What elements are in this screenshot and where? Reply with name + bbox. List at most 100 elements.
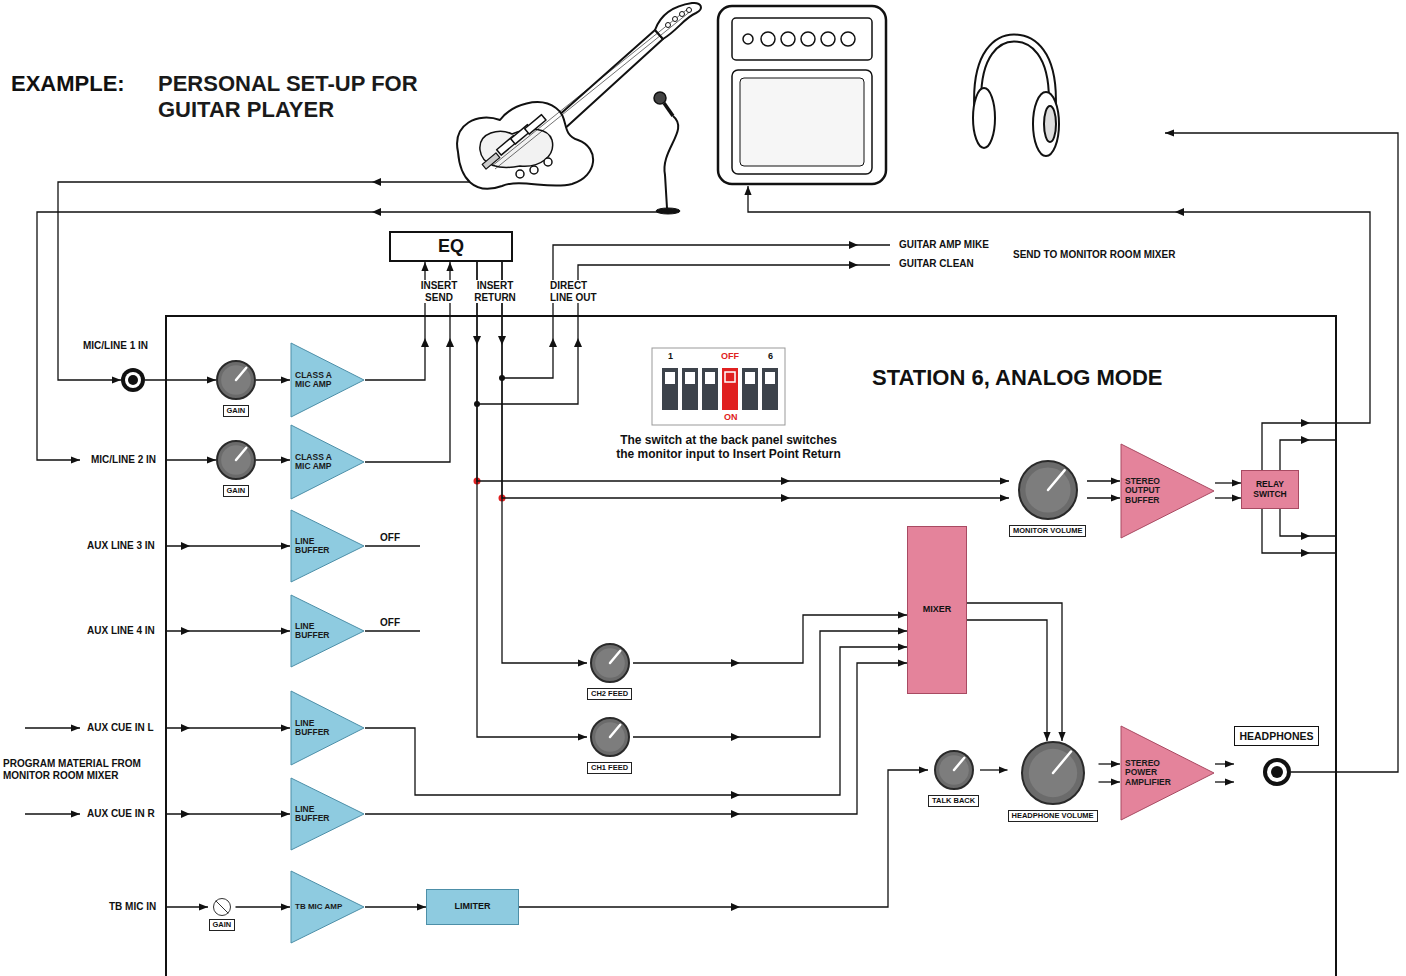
node-label: LINE BUFFER xyxy=(295,537,335,556)
label-text: GUITAR AMP MIKE xyxy=(898,239,990,251)
knob-symbol xyxy=(214,358,258,402)
knob-body xyxy=(591,718,629,756)
label-text: AUX CUE IN L xyxy=(86,722,155,734)
dip-switch xyxy=(652,348,785,425)
knob-symbol xyxy=(588,641,632,685)
signal-connector xyxy=(1087,497,1120,498)
guitar-illustration xyxy=(516,170,524,178)
input-jack xyxy=(121,368,145,392)
label-text: GUITAR CLEAN xyxy=(898,258,975,270)
signal-connector xyxy=(967,620,1047,741)
guitar-illustration xyxy=(530,166,538,174)
node-label: RELAY SWITCH xyxy=(1246,480,1294,499)
gain-knob: GAIN xyxy=(216,360,256,417)
node-label: GAIN xyxy=(223,485,250,497)
knob-pointer xyxy=(236,368,246,380)
flow-arrowhead xyxy=(1301,532,1310,540)
label-text: EXAMPLE: xyxy=(10,71,126,96)
signal-wire xyxy=(37,212,662,460)
knob-body xyxy=(217,441,255,479)
node-label: LIMITER xyxy=(455,902,491,912)
power-amplifier: STEREO POWER AMPLIFIER xyxy=(1120,725,1215,821)
label-text: INSERT SEND xyxy=(416,280,462,303)
knob-cap xyxy=(221,445,251,475)
label-text: The switch at the back panel switches th… xyxy=(613,434,844,462)
dip-switch xyxy=(665,372,675,384)
guitar-amp-illustration xyxy=(740,78,864,166)
jack-ring xyxy=(1267,762,1287,782)
input-jack xyxy=(128,375,138,385)
flow-arrowhead xyxy=(1301,419,1310,427)
signal-connector xyxy=(502,262,587,663)
guitar-amp-illustration xyxy=(718,6,886,184)
signal-wire xyxy=(748,186,1370,423)
guitar-amp-illustration xyxy=(841,32,855,46)
headphone-jack: HEADPHONES xyxy=(1234,726,1319,788)
microphone-illustration xyxy=(664,116,678,208)
dip-switch xyxy=(662,368,678,410)
node-label: CLASS A MIC AMP xyxy=(295,371,341,390)
guitar-illustration xyxy=(482,153,500,169)
node-label: EQ xyxy=(438,237,464,257)
diagram-title: PERSONAL SET-UP FOR GUITAR PLAYER xyxy=(158,71,448,123)
guitar-amp-illustration xyxy=(761,32,775,46)
microphone-illustration xyxy=(656,208,680,214)
signal-connector xyxy=(1215,763,1234,764)
label-text: DIRECT LINE OUT xyxy=(549,280,605,303)
dip-switch xyxy=(702,368,718,410)
input-jack xyxy=(125,372,141,388)
label-text: 1 xyxy=(667,351,674,361)
knob-symbol xyxy=(588,715,632,759)
signal-connector xyxy=(1215,482,1241,483)
label-text: MIC/LINE 2 IN xyxy=(90,454,157,466)
line-buffer: LINE BUFFER xyxy=(290,509,365,583)
dip-switch xyxy=(682,368,698,410)
knob-pointer xyxy=(236,448,246,460)
headphones-illustration xyxy=(973,88,995,148)
headphones-illustration xyxy=(973,38,1059,156)
signal-wire xyxy=(365,630,420,631)
flow-arrowhead xyxy=(181,627,190,635)
knob-pointer xyxy=(1048,470,1065,490)
talkback-knob: TALK BACK xyxy=(928,750,980,807)
signal-wire xyxy=(477,265,890,404)
knob-symbol xyxy=(932,748,976,792)
signal-wire xyxy=(1165,133,1398,772)
jack-symbol xyxy=(1262,757,1292,787)
label-text: OFF xyxy=(379,532,401,544)
dip-switch xyxy=(652,348,785,425)
node-label: LINE BUFFER xyxy=(295,805,335,824)
guitar-illustration xyxy=(673,17,678,22)
knob-pointer xyxy=(216,901,229,914)
node-label: MIXER xyxy=(923,605,952,615)
knob-cap xyxy=(595,648,625,678)
knob-cap xyxy=(939,755,969,785)
flow-arrowhead xyxy=(372,208,381,216)
output-buffer: STEREO OUTPUT BUFFER xyxy=(1120,443,1215,539)
node-label: TB MIC AMP xyxy=(295,903,347,912)
guitar-amp-illustration xyxy=(732,70,872,174)
signal-wire xyxy=(1280,509,1337,536)
signal-connector xyxy=(967,603,1062,741)
station-panel: STATION 6, ANALOG MODEGAINCLASS A MIC AM… xyxy=(165,315,1337,976)
knob-symbol xyxy=(1016,458,1080,522)
signal-connector xyxy=(1215,497,1241,498)
label-text: OFF xyxy=(720,351,740,361)
knob-body xyxy=(214,899,231,916)
guitar-amp-illustration xyxy=(732,18,872,60)
node-label: LINE BUFFER xyxy=(295,622,335,641)
guitar-illustration xyxy=(492,7,692,169)
input-jack xyxy=(121,368,145,392)
dip-switch xyxy=(762,368,778,410)
knob-body xyxy=(1022,742,1084,804)
relay-box: RELAY SWITCH xyxy=(1241,470,1299,509)
triangle-outline xyxy=(291,425,364,499)
signal-wire xyxy=(365,545,420,546)
triangle-outline xyxy=(1121,444,1214,538)
signal-connector xyxy=(1099,763,1121,764)
node-label: CH1 FEED xyxy=(587,762,632,774)
volume-knob: MONITOR VOLUME xyxy=(1009,460,1087,537)
mixer-box: MIXER xyxy=(907,526,967,694)
node-label: MONITOR VOLUME xyxy=(1009,525,1086,537)
headphones-illustration xyxy=(1033,92,1059,156)
